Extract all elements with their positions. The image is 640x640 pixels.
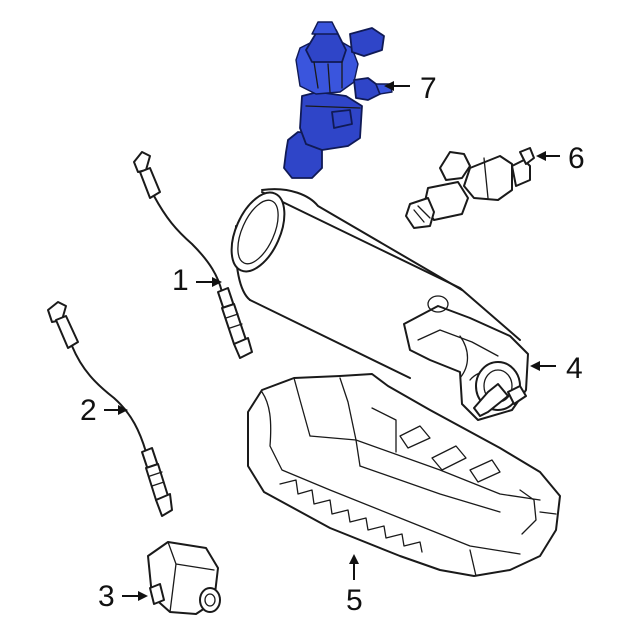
callout-5-arrow bbox=[349, 554, 359, 564]
callout-6-number: 6 bbox=[568, 142, 585, 175]
part-2-sensor[interactable] bbox=[47, 301, 173, 517]
callout-2-number: 2 bbox=[80, 394, 97, 427]
callout-4: 4 bbox=[530, 352, 583, 385]
callout-1: 1 bbox=[172, 264, 222, 297]
callout-1-number: 1 bbox=[172, 264, 189, 297]
callout-7-arrow bbox=[384, 81, 394, 91]
part-7-valve[interactable] bbox=[283, 21, 393, 179]
callout-5: 5 bbox=[346, 554, 363, 617]
callout-2-arrow bbox=[118, 405, 128, 415]
part-6-valve[interactable] bbox=[405, 147, 535, 229]
callout-3: 3 bbox=[98, 580, 148, 613]
callout-7-number: 7 bbox=[420, 72, 437, 105]
part-5-tray[interactable] bbox=[247, 373, 561, 577]
callout-6-arrow bbox=[536, 151, 546, 161]
callout-6: 6 bbox=[536, 142, 585, 175]
callout-3-arrow bbox=[138, 591, 148, 601]
callout-1-arrow bbox=[212, 277, 222, 287]
callout-5-number: 5 bbox=[346, 584, 363, 617]
part-1-sensor[interactable] bbox=[133, 151, 253, 359]
callout-4-number: 4 bbox=[566, 352, 583, 385]
callout-3-number: 3 bbox=[98, 580, 115, 613]
part-3-bracket[interactable] bbox=[147, 541, 221, 615]
callout-4-arrow bbox=[530, 361, 540, 371]
callout-7: 7 bbox=[384, 72, 437, 105]
part-4-canister[interactable] bbox=[221, 185, 529, 421]
callout-2: 2 bbox=[80, 394, 128, 427]
